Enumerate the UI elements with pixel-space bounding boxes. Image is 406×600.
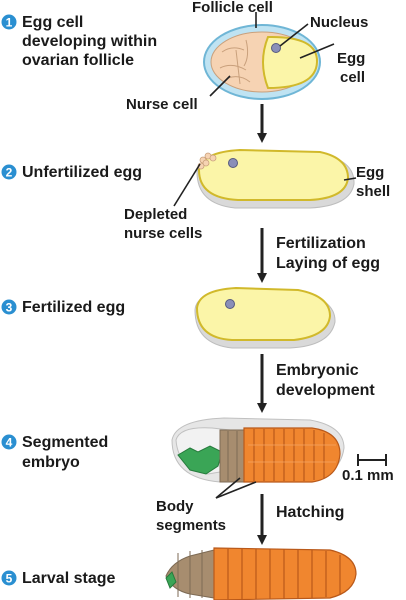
badge-number-4: 4 [6, 436, 13, 450]
badge-number-2: 2 [6, 166, 13, 180]
badge-number-5: 5 [6, 572, 13, 586]
scale-bar-label: 0.1 mm [342, 467, 394, 484]
leader-depleted-nurse [173, 163, 201, 207]
step-badge-5: 5 [1, 570, 17, 586]
embryo-orange-segments [243, 427, 341, 483]
step-badge-2: 2 [1, 164, 17, 180]
leader-body-segments-2 [215, 481, 257, 499]
nucleus-2 [228, 158, 238, 168]
depleted-label-line1: Depleted [124, 206, 187, 223]
body-segments-label-line2: segments [156, 517, 226, 534]
badge-number-1: 1 [6, 16, 13, 30]
step-3-fertilized-egg [194, 286, 336, 349]
embryo-tan-segments [219, 429, 247, 483]
leader-nucleus [279, 23, 309, 47]
larva-segment-lines [227, 549, 341, 599]
follicle-cell-label: Follicle cell [192, 0, 273, 16]
step-badge-4: 4 [1, 434, 17, 450]
nucleus-label: Nucleus [310, 14, 368, 31]
larva-tan-segment-lines [177, 550, 203, 598]
fertilization-label: Fertilization [276, 235, 366, 252]
step-2-label: Unfertilized egg [22, 164, 142, 181]
step-1-label-line1: Egg cell [22, 14, 83, 31]
badge-circle-2 [1, 164, 17, 180]
nucleus-1 [271, 43, 281, 53]
badge-circle-3 [1, 299, 17, 315]
depleted-label-line2: nurse cells [124, 225, 202, 242]
development-label: development [276, 382, 375, 399]
body-segments-label-line1: Body [156, 498, 194, 515]
leader-nurse-cell [209, 75, 231, 97]
step-2-unfertilized-egg [196, 148, 355, 209]
egg-shell-label-line2: shell [356, 183, 390, 200]
step-4-label-line2: embryo [22, 454, 80, 471]
step-1-label-line2: developing within [22, 33, 157, 50]
step-3-label: Fertilized egg [22, 299, 125, 316]
leader-body-segments-1 [215, 477, 241, 499]
step-4-segmented-embryo [171, 417, 345, 483]
nurse-cell-label: Nurse cell [126, 96, 198, 113]
hatching-label: Hatching [276, 504, 344, 521]
step-1-follicle [203, 24, 321, 100]
badge-circle-5 [1, 570, 17, 586]
larva-mouthparts [165, 571, 177, 589]
step-5-larva [165, 547, 357, 600]
egg-cell-label-line1: Egg [337, 50, 365, 67]
badge-circle-1 [1, 14, 17, 30]
embryonic-label: Embryonic [276, 362, 359, 379]
egg-shell-label-line1: Egg [356, 164, 384, 181]
egg-yolk-2 [197, 148, 350, 201]
nurse-cell-borders [219, 39, 251, 85]
laying-of-egg-label: Laying of egg [276, 255, 380, 272]
nucleus-3 [225, 299, 235, 309]
egg-yolk-3 [195, 286, 332, 341]
leader-egg-cell [299, 43, 335, 59]
badge-number-3: 3 [6, 301, 13, 315]
larva-orange-body [213, 547, 357, 600]
step-5-label: Larval stage [22, 570, 115, 587]
step-badge-1: 1 [1, 14, 17, 30]
step-4-label-line1: Segmented [22, 434, 108, 451]
scale-bar-graphic [357, 454, 387, 466]
depleted-nurse-cells [197, 152, 217, 170]
badge-circle-4 [1, 434, 17, 450]
egg-cell-label-line2: cell [340, 69, 365, 86]
step-badge-3: 3 [1, 299, 17, 315]
step-1-label-line3: ovarian follicle [22, 52, 134, 69]
leader-egg-shell [343, 177, 357, 181]
